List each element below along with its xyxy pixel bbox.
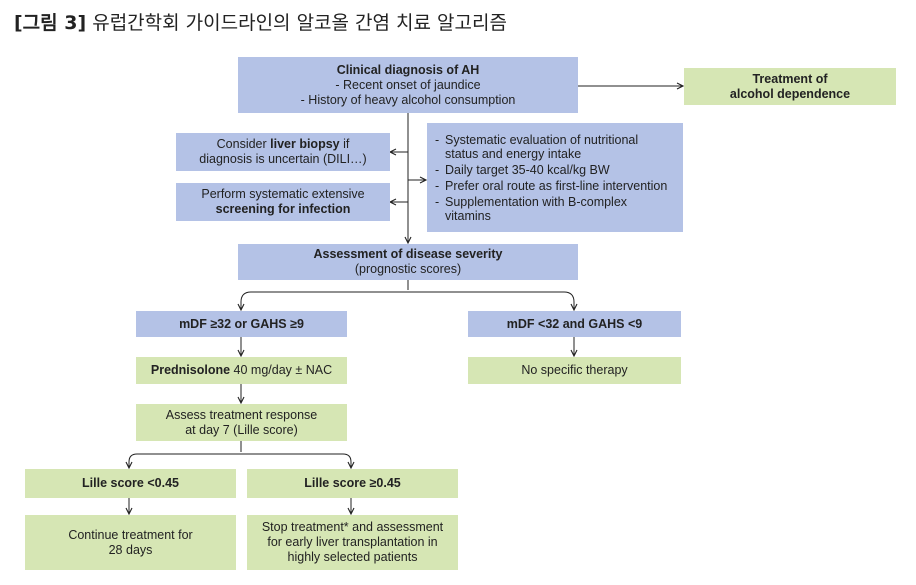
no-therapy-label: No specific therapy (521, 363, 628, 377)
severe-criteria-label: mDF ≥32 or GAHS ≥9 (179, 316, 304, 331)
biopsy-pre: Consider (216, 137, 271, 151)
alcohol-treatment-box: Treatment of alcohol dependence (684, 68, 896, 105)
diagnosis-line-2: - History of heavy alcohol consumption (300, 92, 516, 107)
prednisolone-bold: Prednisolone (150, 363, 231, 377)
severity-box: Assessment of disease severity (prognost… (238, 244, 578, 280)
biopsy-box: Consider liver biopsy if diagnosis is un… (176, 133, 390, 171)
assess-response-line-1: Assess treatment response (165, 407, 318, 422)
stop-line-1: Stop treatment* and assessment (261, 520, 444, 534)
assess-response-box: Assess treatment response at day 7 (Lill… (136, 404, 347, 441)
stop-line-2: for early liver transplantation in (267, 535, 438, 549)
diagnosis-box: Clinical diagnosis of AH - Recent onset … (238, 57, 578, 113)
prednisolone-box: Prednisolone 40 mg/day ± NAC (136, 357, 347, 384)
diagnosis-title: Clinical diagnosis of AH (336, 62, 480, 77)
mild-criteria-box: mDF <32 and GAHS <9 (468, 311, 681, 337)
stop-line-3: highly selected patients (287, 550, 418, 564)
stop-treatment-box: Stop treatment* and assessment for early… (247, 515, 458, 570)
mild-criteria-label: mDF <32 and GAHS <9 (506, 316, 643, 331)
severity-title: Assessment of disease severity (313, 247, 503, 261)
biopsy-post: if (339, 137, 350, 151)
lille-branch (128, 441, 351, 468)
figure-caption: 유럽간학회 가이드라인의 알코올 간염 치료 알고리즘 (92, 12, 507, 34)
infection-line-2: screening for infection (215, 202, 351, 216)
continue-line-2: 28 days (108, 542, 153, 557)
nutrition-item: Daily target 35-40 kcal/kg BW (435, 163, 673, 177)
continue-treatment-box: Continue treatment for 28 days (25, 515, 236, 570)
biopsy-bold: liver biopsy (270, 137, 340, 151)
continue-line-1: Continue treatment for (68, 527, 193, 542)
prednisolone-rest: 40 mg/day ± NAC (230, 363, 333, 377)
lille-high-box: Lille score ≥0.45 (247, 469, 458, 498)
lille-low-box: Lille score <0.45 (25, 469, 236, 498)
nutrition-item: Supplementation with B-complex vitamins (435, 195, 673, 223)
severe-criteria-box: mDF ≥32 or GAHS ≥9 (136, 311, 347, 337)
no-therapy-box: No specific therapy (468, 357, 681, 384)
biopsy-line-1: Consider liver biopsy if (217, 137, 350, 152)
infection-line-1: Perform systematic extensive (201, 187, 365, 201)
lille-low-label: Lille score <0.45 (82, 476, 179, 490)
assess-response-line-2: at day 7 (Lille score) (185, 422, 298, 437)
nutrition-list: Systematic evaluation of nutritional sta… (435, 131, 673, 225)
alcohol-treatment-line-2: alcohol dependence (729, 86, 851, 101)
severity-branch (240, 280, 574, 310)
infection-box: Perform systematic extensive screening f… (176, 183, 390, 221)
alcohol-treatment-line-1: Treatment of (752, 71, 828, 86)
severity-subtitle: (prognostic scores) (354, 262, 462, 276)
biopsy-line-2: diagnosis is uncertain (DILI…) (199, 152, 367, 166)
figure-title: [그림 3] 유럽간학회 가이드라인의 알코올 간염 치료 알고리즘 (14, 8, 507, 35)
nutrition-item: Systematic evaluation of nutritional sta… (435, 133, 673, 161)
nutrition-item: Prefer oral route as first-line interven… (435, 179, 673, 193)
nutrition-box: Systematic evaluation of nutritional sta… (427, 123, 683, 232)
figure-label: [그림 3] (14, 12, 87, 34)
lille-high-label: Lille score ≥0.45 (304, 476, 401, 490)
diagnosis-line-1: - Recent onset of jaundice (335, 77, 481, 92)
prednisolone-label: Prednisolone 40 mg/day ± NAC (151, 363, 332, 378)
